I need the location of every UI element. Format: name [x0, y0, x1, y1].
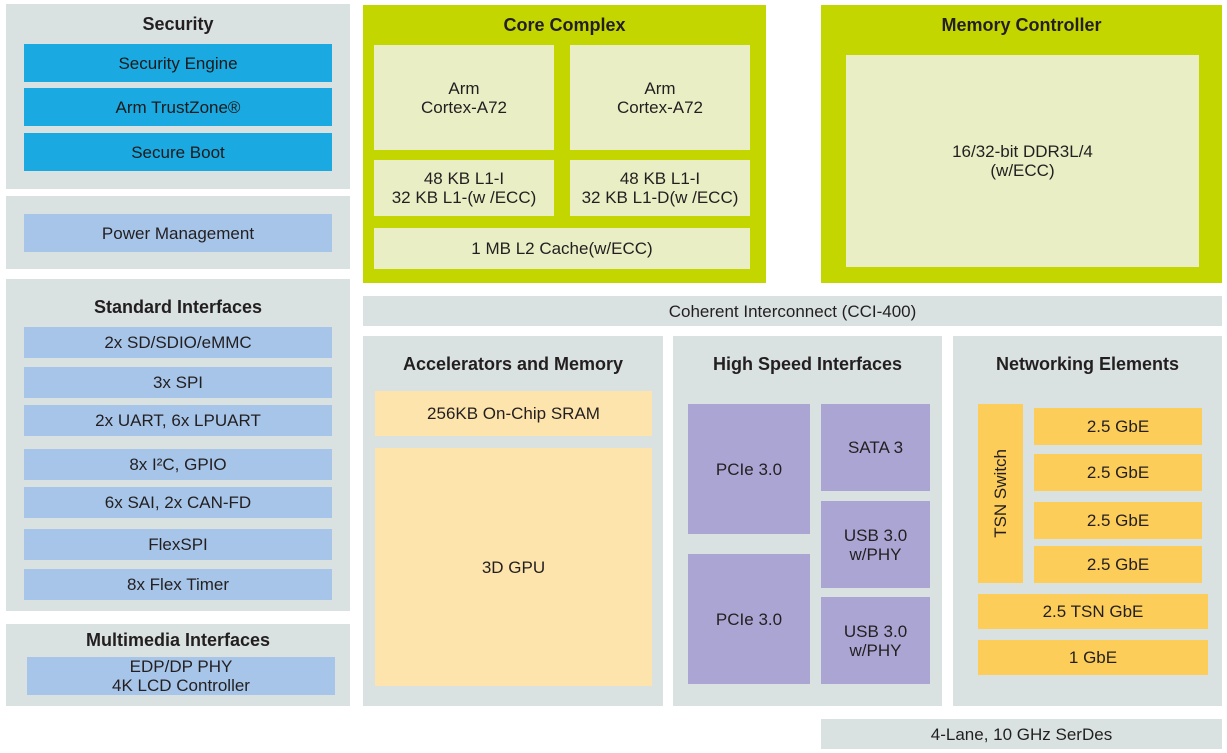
memory-controller-panel: Memory Controller 16/32-bit DDR3L/4 (w/E…	[821, 5, 1222, 283]
3d-gpu-block: 3D GPU	[375, 448, 652, 686]
tsn-gbe-block: 2.5 TSN GbE	[978, 594, 1208, 629]
gbe-block-3: 2.5 GbE	[1034, 502, 1202, 539]
trustzone-block: Arm TrustZone®	[24, 88, 332, 126]
gbe-block-2: 2.5 GbE	[1034, 454, 1202, 491]
power-panel: Power Management	[6, 196, 350, 269]
gbe-block-1: 2.5 GbE	[1034, 408, 1202, 445]
l2-cache: 1 MB L2 Cache(w/ECC)	[374, 228, 750, 269]
standard-interfaces-title: Standard Interfaces	[93, 297, 263, 317]
tsn-switch-label: TSN Switch	[991, 449, 1010, 538]
edp-lcd-block: EDP/DP PHY 4K LCD Controller	[27, 657, 335, 695]
cortex-a72-core-2: Arm Cortex-A72	[570, 45, 750, 150]
networking-panel: Networking Elements TSN Switch 2.5 GbE 2…	[953, 336, 1222, 706]
high-speed-title: High Speed Interfaces	[712, 354, 903, 374]
usb-block-2: USB 3.0 w/PHY	[821, 597, 930, 684]
core-complex-panel: Core Complex Arm Cortex-A72 Arm Cortex-A…	[363, 5, 766, 283]
sata-block: SATA 3	[821, 404, 930, 491]
l1-cache-2: 48 KB L1-I 32 KB L1-D(w /ECC)	[570, 160, 750, 216]
secure-boot-block: Secure Boot	[24, 133, 332, 171]
core-complex-title: Core Complex	[503, 15, 626, 35]
on-chip-sram-block: 256KB On-Chip SRAM	[375, 391, 652, 436]
high-speed-panel: High Speed Interfaces PCIe 3.0 PCIe 3.0 …	[673, 336, 942, 706]
multimedia-panel: Multimedia Interfaces EDP/DP PHY 4K LCD …	[6, 624, 350, 706]
security-title: Security	[142, 14, 214, 34]
gbe-block-4: 2.5 GbE	[1034, 546, 1202, 583]
power-management-block: Power Management	[24, 214, 332, 252]
pcie-block-1: PCIe 3.0	[688, 404, 810, 534]
ddr-block: 16/32-bit DDR3L/4 (w/ECC)	[846, 55, 1199, 267]
accelerators-title: Accelerators and Memory	[402, 354, 624, 374]
usb-block-1: USB 3.0 w/PHY	[821, 501, 930, 588]
uart-block: 2x UART, 6x LPUART	[24, 405, 332, 436]
spi-block: 3x SPI	[24, 367, 332, 398]
memory-controller-title: Memory Controller	[941, 15, 1102, 35]
networking-title: Networking Elements	[995, 354, 1180, 374]
cortex-a72-core-1: Arm Cortex-A72	[374, 45, 554, 150]
sd-sdio-emmc-block: 2x SD/SDIO/eMMC	[24, 327, 332, 358]
flex-timer-block: 8x Flex Timer	[24, 569, 332, 600]
multimedia-title: Multimedia Interfaces	[85, 630, 271, 650]
standard-interfaces-panel: Standard Interfaces 2x SD/SDIO/eMMC 3x S…	[6, 279, 350, 611]
flexspi-block: FlexSPI	[24, 529, 332, 560]
serdes-bar: 4-Lane, 10 GHz SerDes	[821, 719, 1222, 749]
i2c-gpio-block: 8x I²C, GPIO	[24, 449, 332, 480]
tsn-switch-block: TSN Switch	[978, 404, 1023, 583]
one-gbe-block: 1 GbE	[978, 640, 1208, 675]
l1-cache-1: 48 KB L1-I 32 KB L1-(w /ECC)	[374, 160, 554, 216]
security-panel: Security Security Engine Arm TrustZone® …	[6, 4, 350, 189]
coherent-interconnect-bar: Coherent Interconnect (CCI-400)	[363, 296, 1222, 326]
security-engine-block: Security Engine	[24, 44, 332, 82]
accelerators-panel: Accelerators and Memory 256KB On-Chip SR…	[363, 336, 663, 706]
sai-can-fd-block: 6x SAI, 2x CAN-FD	[24, 487, 332, 518]
pcie-block-2: PCIe 3.0	[688, 554, 810, 684]
